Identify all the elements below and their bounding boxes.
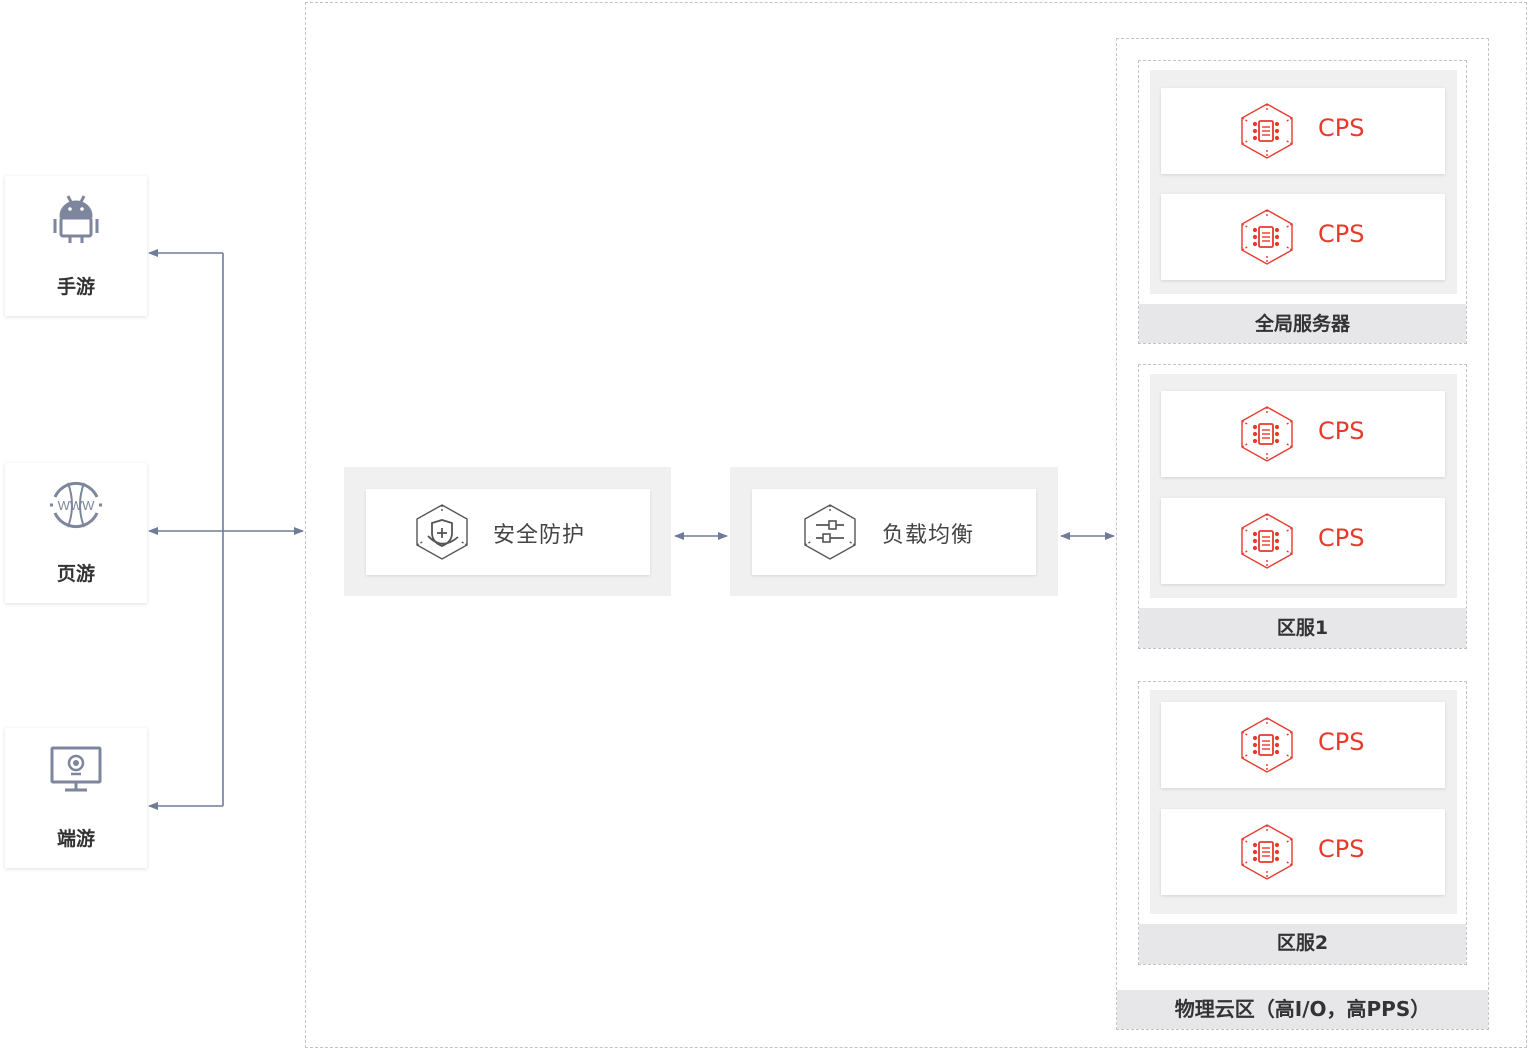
- group-label: 全局服务器: [1139, 304, 1466, 343]
- cps-server-card: CPS: [1161, 194, 1445, 280]
- android-icon: [53, 195, 99, 243]
- load-balance-label: 负载均衡: [882, 523, 975, 548]
- security-label: 安全防护: [493, 523, 586, 548]
- server-group-zone1: [1138, 364, 1467, 649]
- cps-label: CPS: [1318, 114, 1365, 142]
- cps-server-card: CPS: [1161, 702, 1445, 788]
- cps-label: CPS: [1318, 417, 1365, 445]
- client-label: 手游: [56, 276, 95, 298]
- physical-cloud-zone: [1116, 38, 1489, 1030]
- client-pc-game: 端游: [5, 728, 147, 868]
- cps-server-icon: [1241, 513, 1293, 569]
- cps-server-icon: [1241, 209, 1293, 265]
- cps-server-icon: [1241, 103, 1293, 159]
- client-label: 端游: [56, 828, 95, 850]
- security-card: 安全防护: [366, 489, 650, 575]
- cps-server-card: CPS: [1161, 498, 1445, 584]
- cps-server-icon: [1241, 824, 1293, 880]
- shield-plus-icon: [416, 504, 468, 560]
- zone-label: 物理云区（高I/O，高PPS）: [1117, 990, 1488, 1029]
- group-label: 区服2: [1139, 924, 1466, 964]
- www-text: WWW: [58, 498, 96, 513]
- cps-label: CPS: [1318, 835, 1365, 863]
- load-balancer-icon: [804, 504, 856, 560]
- cps-server-icon: [1241, 406, 1293, 462]
- monitor-camera-icon: [50, 746, 102, 792]
- client-web-game: WWW 页游: [5, 463, 147, 603]
- globe-www-icon: WWW: [50, 481, 102, 529]
- load-balance-card: 负载均衡: [752, 489, 1036, 575]
- client-label: 页游: [56, 563, 95, 585]
- cps-label: CPS: [1318, 728, 1365, 756]
- server-group-global: [1138, 60, 1467, 344]
- group-label: 区服1: [1139, 608, 1466, 648]
- cps-label: CPS: [1318, 524, 1365, 552]
- cps-server-card: CPS: [1161, 391, 1445, 477]
- cps-label: CPS: [1318, 220, 1365, 248]
- cps-server-icon: [1241, 717, 1293, 773]
- server-group-zone2: [1138, 681, 1467, 965]
- system-boundary: [305, 2, 1527, 1048]
- client-mobile-game: 手游: [5, 176, 147, 316]
- cps-server-card: CPS: [1161, 88, 1445, 174]
- cps-server-card: CPS: [1161, 809, 1445, 895]
